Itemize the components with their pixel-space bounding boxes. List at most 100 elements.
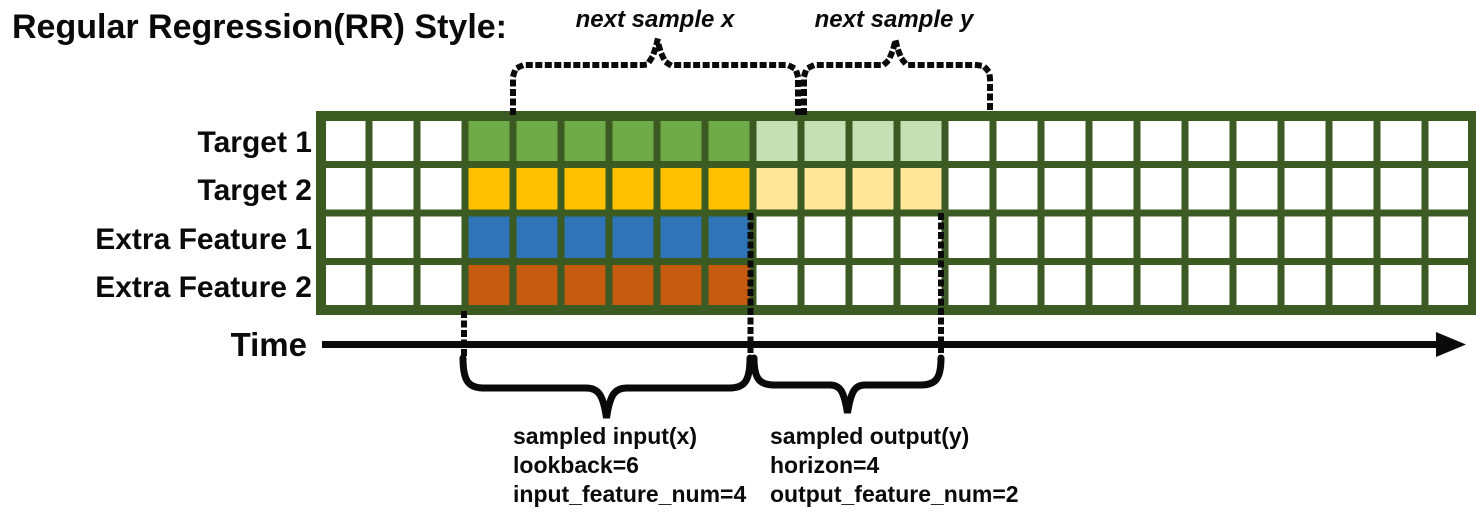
grid-cell — [413, 209, 469, 265]
grid-cell — [1325, 161, 1381, 217]
grid-cell — [461, 258, 517, 314]
grid-cell — [797, 161, 853, 217]
row-label-extra-feature-1: Extra Feature 1 — [95, 223, 312, 256]
time-axis-label: Time — [231, 326, 307, 363]
grid-cell — [797, 258, 853, 314]
grid-cell — [1181, 258, 1237, 314]
grid-cell — [1133, 209, 1189, 265]
grid-outer-border — [316, 111, 1476, 315]
grid-cell — [941, 161, 997, 217]
grid-cell — [1325, 209, 1381, 265]
grid-cell — [557, 112, 613, 168]
grid-cell — [317, 112, 373, 168]
sampled-input-annotation: sampled input(x) lookback=6 input_featur… — [513, 423, 746, 507]
grid-cell — [365, 209, 421, 265]
grid-cell — [941, 258, 997, 314]
sampled-input-line-3: input_feature_num=4 — [513, 481, 746, 507]
grid-cell — [749, 258, 805, 314]
row-label-target-1: Target 1 — [198, 126, 312, 159]
grid-cell — [1325, 258, 1381, 314]
grid-cell — [1181, 209, 1237, 265]
grid-cell — [605, 161, 661, 217]
next-sample-x-brace — [510, 39, 801, 115]
grid-cell — [893, 258, 949, 314]
grid-cell — [1229, 161, 1285, 217]
grid-cell — [557, 161, 613, 217]
grid-cell — [317, 161, 373, 217]
grid-cell — [845, 209, 901, 265]
grid-cell — [701, 161, 757, 217]
grid-cell — [1277, 209, 1333, 265]
grid-cell — [1037, 258, 1093, 314]
grid-cell — [317, 258, 373, 314]
grid-cell — [941, 112, 997, 168]
grid-cell — [1229, 112, 1285, 168]
grid-cell — [1181, 161, 1237, 217]
grid-cell — [845, 112, 901, 168]
grid-cell — [1277, 112, 1333, 168]
grid-cell — [365, 161, 421, 217]
grid-cell — [461, 209, 517, 265]
grid-cell — [893, 209, 949, 265]
grid-cell — [653, 112, 709, 168]
grid-cell — [989, 112, 1045, 168]
grid-cell — [797, 112, 853, 168]
sampled-input-line-1: sampled input(x) — [513, 423, 697, 449]
grid-cell — [1085, 112, 1141, 168]
grid-cell — [509, 161, 565, 217]
grid-cell — [365, 112, 421, 168]
next-sample-x-label: next sample x — [576, 6, 736, 33]
grid-cell — [461, 161, 517, 217]
time-axis-arrowhead-icon — [1436, 332, 1466, 357]
grid-cell — [317, 209, 373, 265]
grid-cell — [1421, 258, 1476, 314]
sampled-output-line-3: output_feature_num=2 — [770, 481, 1019, 507]
row-label-target-2: Target 2 — [198, 174, 312, 207]
sampled-input-line-2: lookback=6 — [513, 452, 639, 478]
grid-cell — [605, 112, 661, 168]
grid-cell — [1421, 209, 1476, 265]
grid-cell — [557, 258, 613, 314]
grid-cell — [1229, 258, 1285, 314]
grid-cell — [509, 258, 565, 314]
grid-cell — [1325, 112, 1381, 168]
grid-cell — [989, 258, 1045, 314]
grid-cell — [845, 161, 901, 217]
grid-cell — [1085, 209, 1141, 265]
grid-cell — [1085, 161, 1141, 217]
page-title: Regular Regression(RR) Style: — [12, 8, 507, 46]
sampled-input-brace — [459, 354, 754, 419]
grid-cell — [1277, 161, 1333, 217]
grid-cell — [365, 258, 421, 314]
grid-cell — [653, 209, 709, 265]
grid-cell — [1037, 112, 1093, 168]
grid-cell — [701, 258, 757, 314]
grid-cell — [701, 112, 757, 168]
grid-cell — [989, 161, 1045, 217]
grid-cell — [605, 258, 661, 314]
grid-cell — [1373, 112, 1429, 168]
grid-cell — [893, 112, 949, 168]
grid-cell — [509, 112, 565, 168]
grid-cell — [1373, 258, 1429, 314]
grid-cell — [701, 209, 757, 265]
grid-cell — [989, 209, 1045, 265]
grid-cell — [1085, 258, 1141, 314]
grid-cell — [653, 161, 709, 217]
grid-cell — [1421, 112, 1476, 168]
grid-cell — [1037, 161, 1093, 217]
sampled-output-line-1: sampled output(y) — [770, 423, 969, 449]
grid-cell — [797, 209, 853, 265]
grid-cell — [941, 209, 997, 265]
grid-cell — [749, 209, 805, 265]
row-label-extra-feature-2: Extra Feature 2 — [95, 271, 312, 304]
grid-cell — [1277, 258, 1333, 314]
grid-cell — [413, 161, 469, 217]
grid-cell — [1229, 209, 1285, 265]
grid-cell — [461, 112, 517, 168]
sampled-output-line-2: horizon=4 — [770, 452, 879, 478]
sampled-output-annotation: sampled output(y) horizon=4 output_featu… — [770, 423, 1019, 507]
grid-cells — [317, 112, 1476, 314]
